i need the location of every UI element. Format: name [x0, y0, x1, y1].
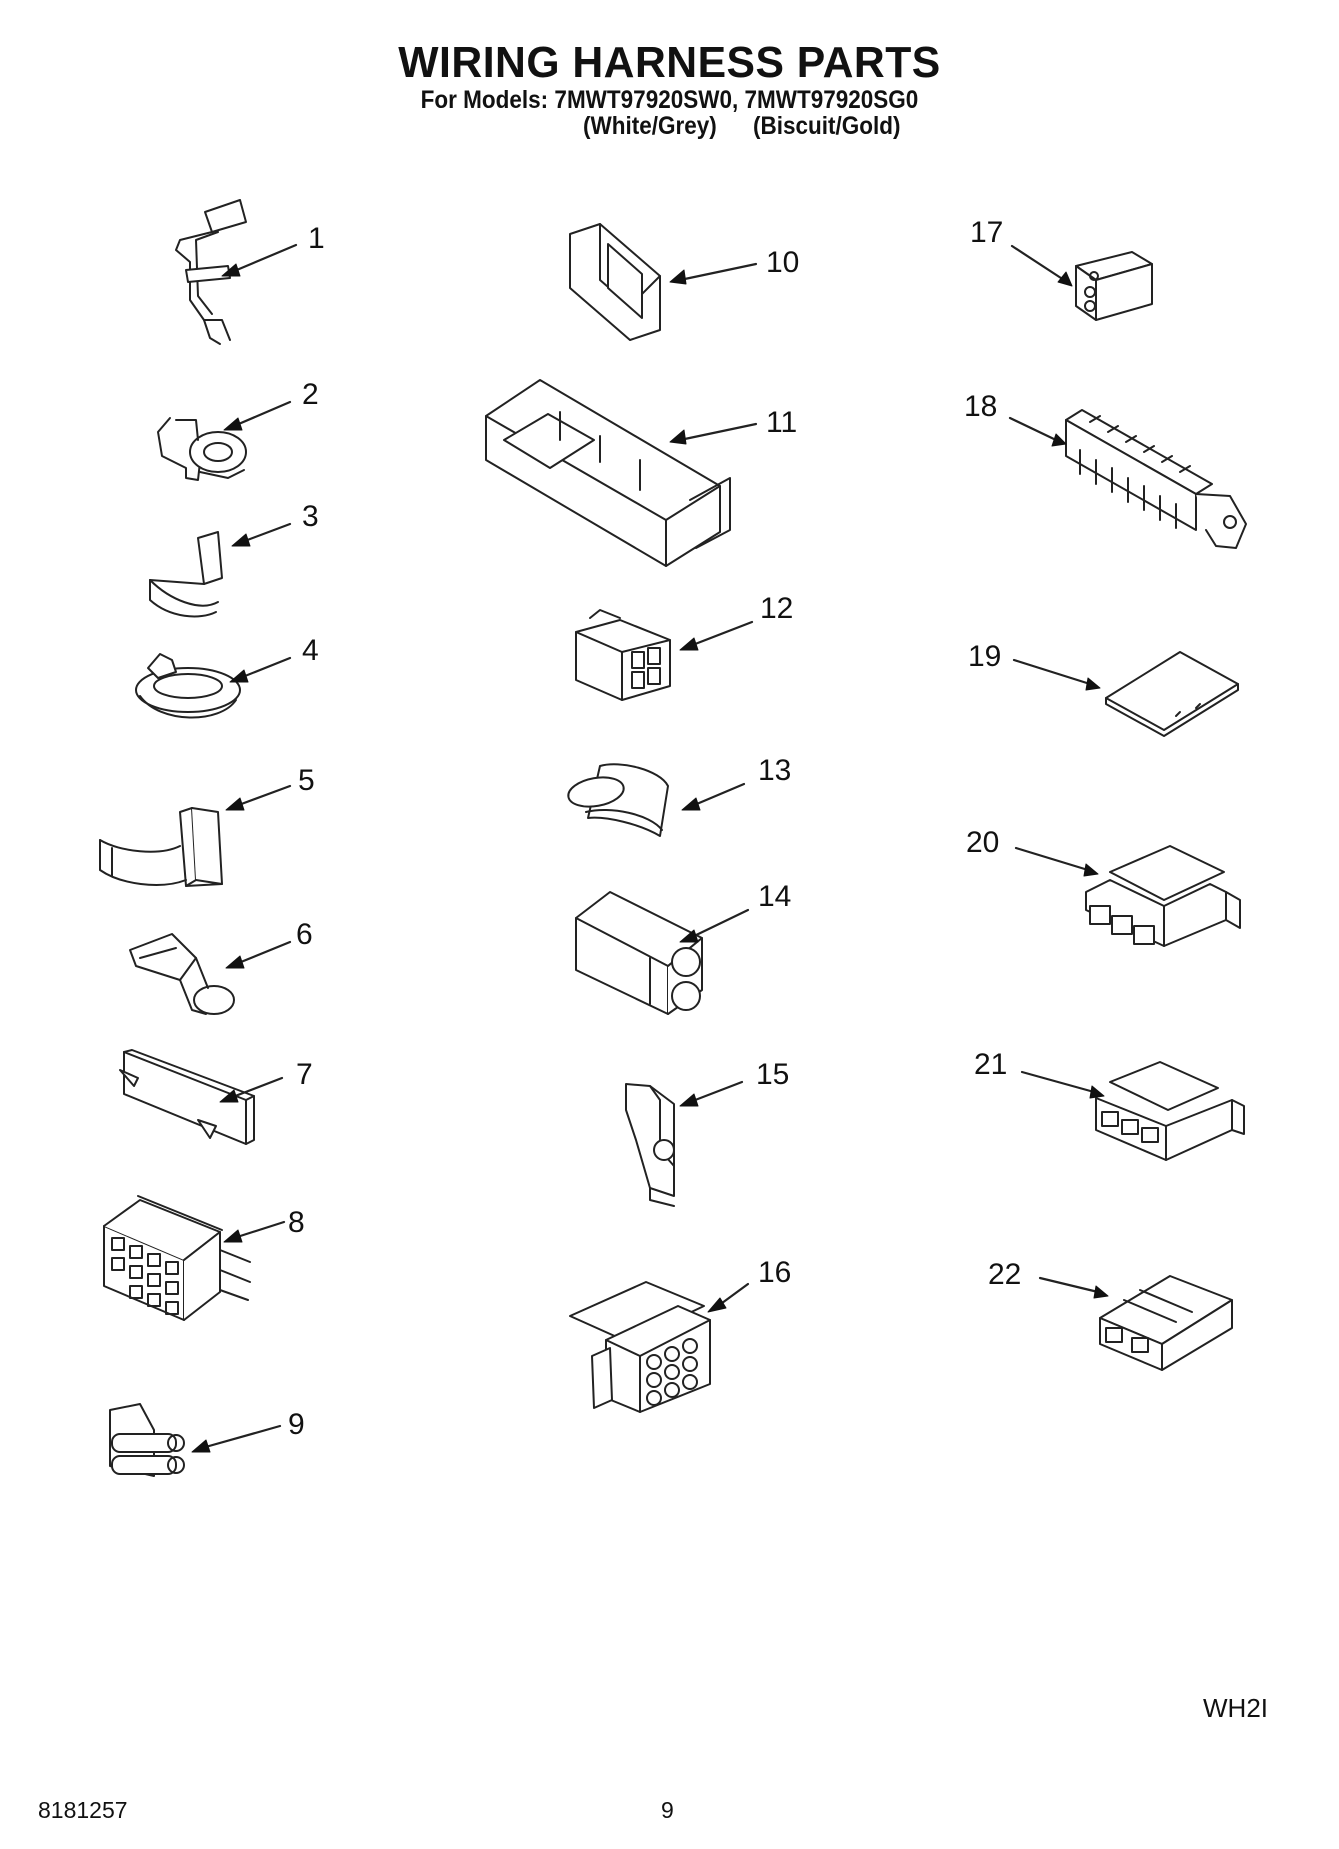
callout-16: 16 [758, 1256, 792, 1289]
arrow-22 [1038, 1276, 1109, 1299]
arrow-10 [669, 262, 758, 285]
callout-12: 12 [760, 592, 794, 625]
arrow-19 [1012, 658, 1101, 691]
callout-15: 15 [756, 1058, 790, 1091]
part-11-housing [485, 379, 731, 567]
arrow-5 [225, 784, 292, 811]
callout-6: 6 [296, 918, 313, 951]
part-14-housing [575, 891, 703, 1015]
arrow-18 [1008, 416, 1067, 447]
part-10-terminal [569, 223, 661, 341]
page-number: 9 [661, 1797, 674, 1823]
callout-3: 3 [302, 500, 319, 533]
arrow-11 [669, 422, 758, 445]
callout-19: 19 [968, 640, 1002, 673]
callout-22: 22 [988, 1258, 1022, 1291]
document-number: 8181257 [38, 1797, 128, 1823]
callout-20: 20 [966, 826, 1000, 859]
arrow-7 [219, 1076, 284, 1103]
callout-11: 11 [766, 406, 798, 439]
callout-5: 5 [298, 764, 315, 797]
part-21-connector [1095, 1061, 1245, 1161]
part-7-strip [119, 1049, 255, 1145]
arrow-20 [1014, 846, 1099, 877]
arrow-12 [679, 620, 754, 651]
section-code: WH2I [1203, 1693, 1268, 1723]
arrow-21 [1020, 1070, 1105, 1099]
part-5-clip [99, 807, 223, 887]
callout-2: 2 [302, 378, 319, 411]
arrow-15 [679, 1080, 744, 1107]
arrow-9 [191, 1424, 282, 1453]
arrow-14 [679, 908, 750, 943]
part-18-terminal-block [1065, 409, 1247, 549]
callout-7: 7 [296, 1058, 313, 1091]
arrow-3 [231, 522, 292, 547]
arrow-4 [229, 656, 292, 683]
part-12-connector [575, 609, 671, 701]
part-6-push-pin [129, 933, 235, 1015]
part-15-clip [625, 1083, 675, 1207]
part-8-connector [103, 1195, 251, 1321]
part-19-pad [1105, 651, 1239, 737]
arrow-1 [221, 243, 298, 277]
callout-14: 14 [758, 880, 792, 913]
callout-10: 10 [766, 246, 800, 279]
part-9-connector [109, 1403, 185, 1477]
models-line: For Models: 7MWT97920SW0, 7MWT97920SG0 [420, 86, 919, 114]
arrow-2 [223, 400, 292, 431]
color-biscuit-gold: (Biscuit/Gold) [753, 112, 901, 140]
arrow-16 [707, 1282, 750, 1313]
callout-21: 21 [974, 1048, 1008, 1081]
callout-1: 1 [308, 222, 325, 255]
part-1-clip [175, 199, 247, 345]
arrow-6 [225, 940, 292, 969]
page-title: WIRING HARNESS PARTS [398, 38, 941, 87]
callout-13: 13 [758, 754, 792, 787]
part-20-connector [1085, 845, 1241, 947]
part-13-sleeve [567, 763, 669, 837]
part-4-tie [135, 653, 241, 719]
part-2-clip [157, 417, 247, 481]
callout-8: 8 [288, 1206, 305, 1239]
callout-18: 18 [964, 390, 998, 423]
part-17-connector [1075, 251, 1153, 321]
part-22-connector [1099, 1275, 1233, 1371]
arrow-13 [681, 782, 746, 811]
arrow-8 [223, 1220, 286, 1243]
part-3-clip [149, 531, 223, 618]
callout-4: 4 [302, 634, 319, 667]
color-white-grey: (White/Grey) [583, 112, 717, 140]
callout-9: 9 [288, 1408, 305, 1441]
arrow-17 [1010, 244, 1073, 287]
part-16-connector [569, 1281, 711, 1413]
callout-17: 17 [970, 216, 1004, 249]
